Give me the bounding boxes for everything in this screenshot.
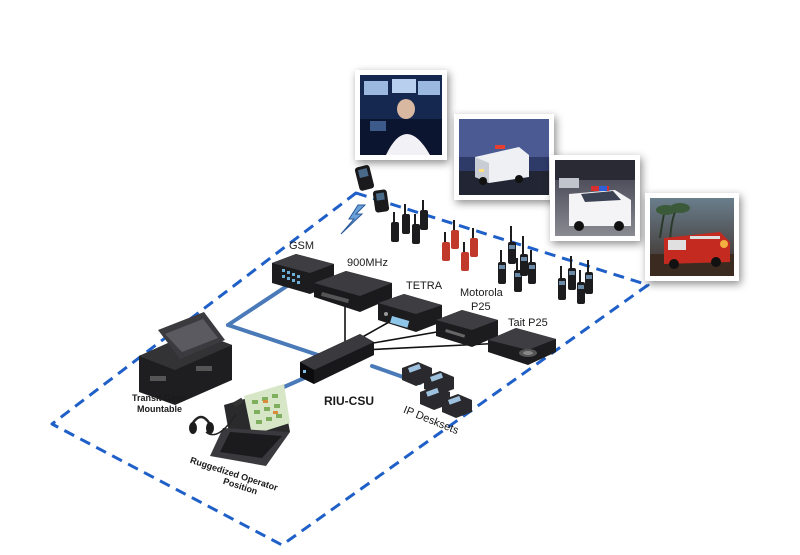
handheld-radio-icon [558,266,566,300]
motorola-p25-radio-unit [436,310,498,347]
smartphone-icon [372,189,390,213]
handheld-radio-icon [391,212,399,242]
police-car-photo [550,155,640,241]
handheld-radio-group-motorola [498,226,536,292]
handheld-radio-icon [585,260,593,294]
transit-case [139,312,232,405]
label-transit-case: Transit Case [132,393,186,403]
handheld-radio-icon [528,250,536,284]
handheld-radio-icon [498,250,506,284]
network-boundary [50,191,650,547]
handheld-radio-icon [514,258,522,292]
handheld-radio-icon [470,228,478,257]
label-tait-p25: Tait P25 [508,317,548,329]
handheld-radio-icon [577,270,585,304]
handheld-radio-icon [412,214,420,244]
handheld-radio-icon [420,200,428,230]
handheld-radio-icon [461,242,469,271]
handheld-radio-icon [451,220,459,249]
tetra-radio-unit [378,294,442,332]
tait-p25-radio-unit [488,328,556,365]
label-tetra: TETRA [406,280,443,292]
label-mountable: Mountable [137,404,182,414]
label-motorola: Motorola [460,287,503,299]
ip-deskset [442,394,472,418]
handheld-radio-icon [402,204,410,234]
smartphone-icon [354,165,375,191]
handheld-radio-icon [508,226,516,264]
riu-csu-unit [300,334,374,384]
handheld-radio-group-tait [558,256,593,304]
rugged-laptop [210,384,290,466]
handheld-radio-icon [520,236,528,276]
label-900mhz: 900MHz [347,257,388,269]
dispatcher-console-photo [355,70,447,160]
handheld-radio-icon [568,256,576,290]
fire-truck-photo [645,193,739,281]
ambulance-photo [454,114,554,200]
handheld-radio-group-red [442,220,478,271]
900mhz-radio-unit [314,271,392,312]
ip-deskset-group [402,362,472,418]
label-motorola-p25: P25 [471,301,491,313]
handheld-radio-group-black [391,200,428,244]
headset-icon [189,397,244,436]
wireless-link-icon [340,204,367,235]
label-gsm: GSM [289,240,315,252]
label-riu-csu: RIU-CSU [324,394,374,408]
handheld-radio-icon [442,232,450,261]
